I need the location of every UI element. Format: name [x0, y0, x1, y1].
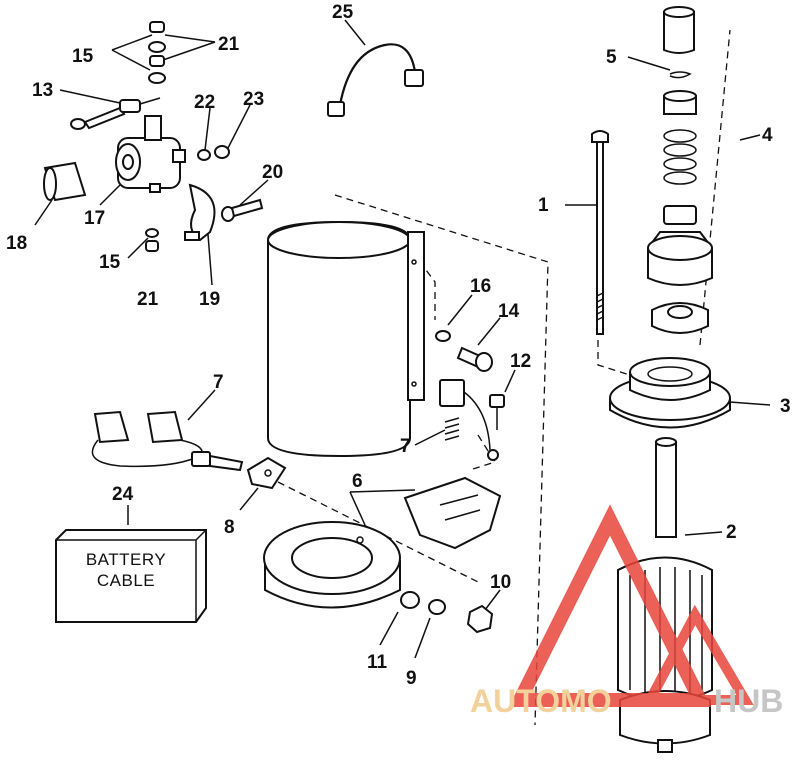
callout-18: 18: [6, 233, 27, 254]
callout-2: 2: [726, 522, 737, 543]
callout-13: 13: [32, 80, 53, 101]
callout-24: 24: [112, 484, 134, 505]
callout-10: 10: [490, 572, 511, 593]
brush-plate: [403, 476, 502, 550]
brushes-and-springs: [439, 379, 499, 461]
drive-end-head: [609, 357, 731, 429]
callout-9: 9: [406, 668, 417, 689]
callout-25: 25: [332, 2, 354, 23]
watermark-text-a: AUTOMO: [470, 683, 612, 719]
bracket-screw: [221, 198, 264, 222]
callout-3: 3: [780, 396, 791, 417]
callout-14: 14: [498, 301, 520, 322]
solenoid: [115, 115, 186, 193]
watermark-triangle-inner: [641, 604, 754, 705]
drive-assembly-stack: [647, 6, 713, 334]
callout-21-top: 21: [218, 34, 240, 55]
callout-7-left: 7: [213, 372, 224, 393]
frame-fasteners: [435, 330, 505, 430]
callout-23: 23: [243, 89, 264, 110]
end-cap-fasteners: [400, 591, 494, 634]
callout-6: 6: [352, 471, 363, 492]
brush-lead-assembly: [91, 410, 244, 472]
callout-1: 1: [538, 195, 549, 216]
callout-7-right: 7: [400, 436, 411, 457]
callout-15-top: 15: [72, 46, 94, 67]
motor-frame-housing: [267, 220, 425, 458]
jumper-cable: [327, 43, 424, 117]
battery-label-line2: CABLE: [97, 571, 155, 590]
callout-4: 4: [762, 125, 773, 146]
terminal-insulator: [246, 456, 287, 490]
callout-17: 17: [84, 208, 105, 229]
leader-lines: [34, 19, 771, 659]
watermark-text-b: HUB: [714, 683, 783, 719]
battery-label-line1: BATTERY: [86, 550, 166, 569]
callout-8: 8: [224, 517, 235, 538]
lower-end-cap: [263, 521, 401, 609]
watermark-logo: AUTOMO HUB: [470, 504, 783, 719]
callout-11: 11: [367, 652, 388, 673]
callout-labels: 25 15 21 13 22 23 17 18 20 15 21 19 5 4 …: [6, 2, 791, 689]
watermark-triangle: [508, 504, 712, 707]
callout-15-bottom: 15: [99, 252, 121, 273]
callout-12: 12: [510, 351, 531, 372]
terminal-screw: [70, 97, 161, 130]
callout-5: 5: [606, 47, 617, 68]
callout-19: 19: [199, 289, 220, 310]
solenoid-boot: [43, 161, 87, 202]
battery-cable-box: BATTERY CABLE: [55, 529, 207, 623]
nuts-22-23: [197, 145, 230, 161]
nut-stack-bottom: [145, 228, 159, 252]
callout-22: 22: [194, 92, 215, 113]
callout-21-bottom: 21: [137, 289, 159, 310]
nut-stack-top: [148, 21, 166, 84]
callout-20: 20: [262, 162, 283, 183]
solenoid-bracket: [184, 183, 216, 242]
callout-16: 16: [470, 276, 491, 297]
through-bolt: [591, 130, 609, 335]
